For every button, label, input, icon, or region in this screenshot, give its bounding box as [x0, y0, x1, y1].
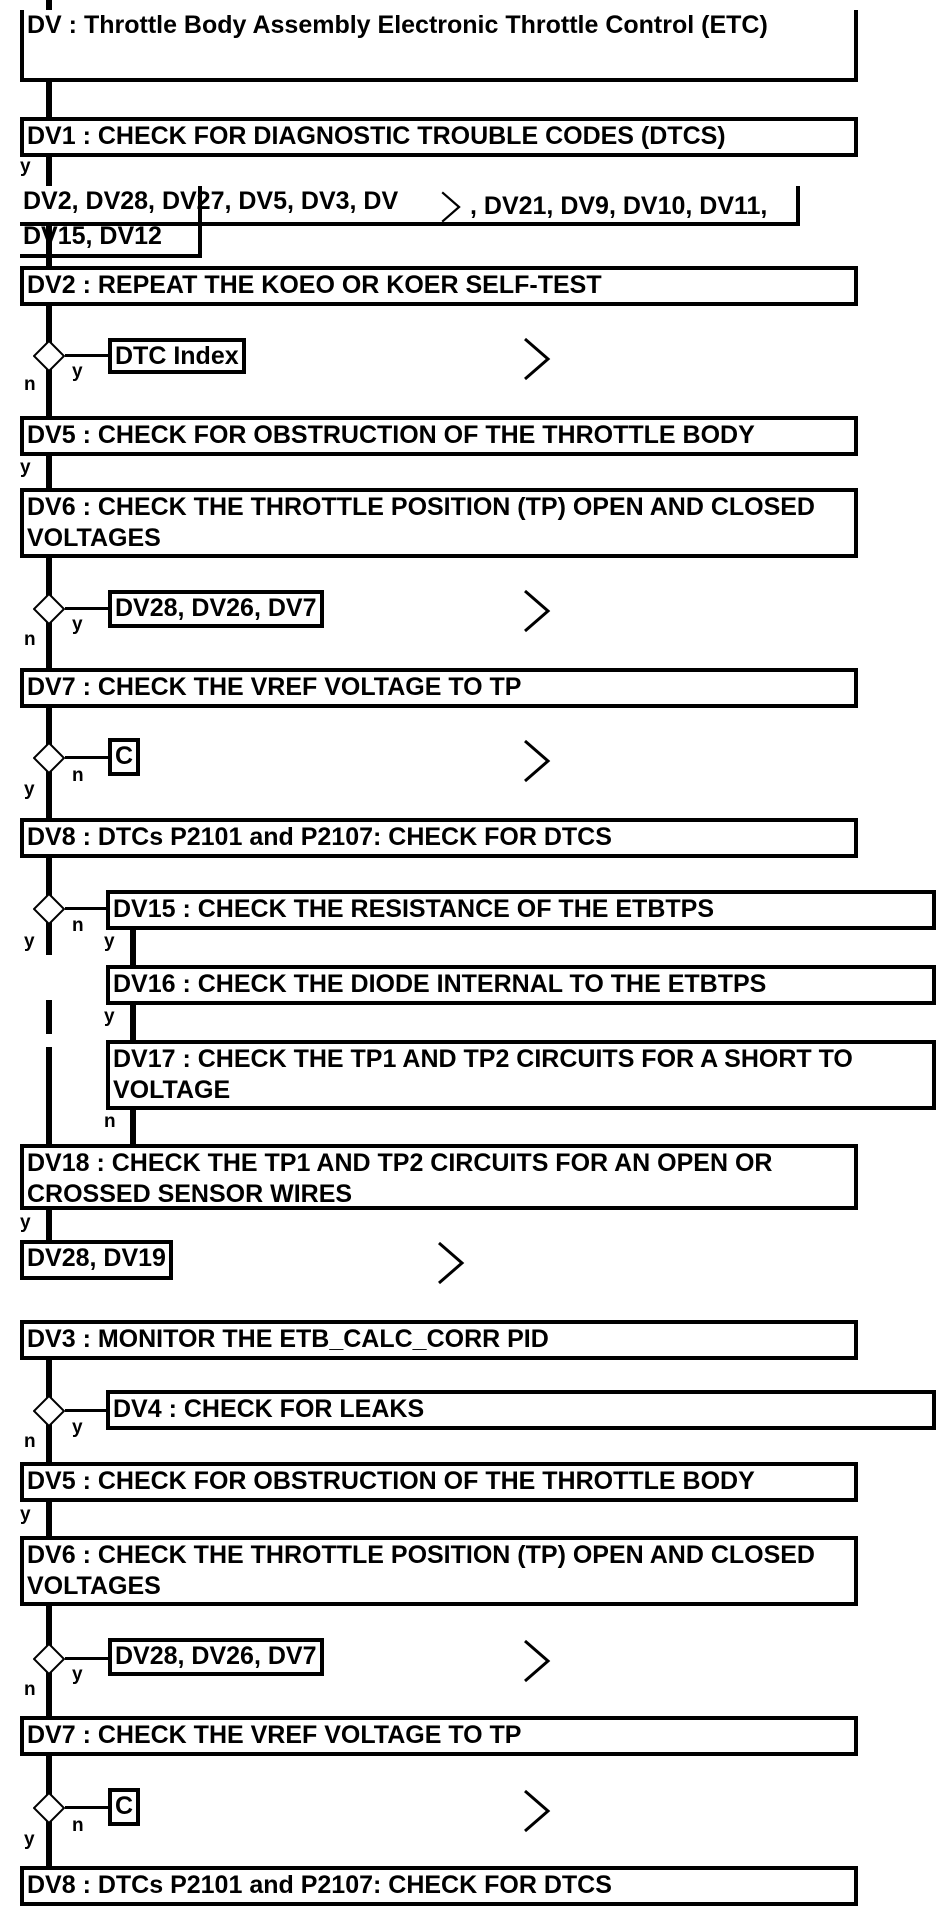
decision-diamond-icon [33, 593, 65, 625]
step-dv6[interactable]: DV6 : CHECK THE THROTTLE POSITION (TP) O… [20, 488, 858, 558]
step-dv8-label: DV8 : DTCs P2101 and P2107: CHECK FOR DT… [27, 1871, 612, 1899]
title-box[interactable]: DV : Throttle Body Assembly Electronic T… [20, 10, 858, 82]
ref-dtc-index[interactable]: DTC Index [108, 338, 246, 374]
step-dv17-label: DV17 : CHECK THE TP1 AND TP2 CIRCUITS FO… [113, 1045, 853, 1104]
step-dv8-label: DV8 : DTCs P2101 and P2107: CHECK FOR DT… [27, 823, 612, 851]
dtc-step-list-text-a: DV2, DV28, DV27, DV5, DV3, DV [23, 187, 399, 215]
branch-connector [65, 1409, 110, 1412]
main-flow-line [46, 0, 52, 1870]
ref-dtc-index-label: DTC Index [115, 342, 239, 370]
branch-label-yes: y [72, 1417, 83, 1438]
step-dv7[interactable]: DV7 : CHECK THE VREF VOLTAGE TO TP [20, 668, 858, 708]
branch-label-yes: y [72, 1664, 83, 1685]
step-dv3-label: DV3 : MONITOR THE ETB_CALC_CORR PID [27, 1325, 549, 1353]
flow-line-dash [46, 1000, 52, 1034]
branch-label-no: n [72, 915, 84, 936]
ref-c[interactable]: C [108, 1788, 141, 1826]
step-dv18[interactable]: DV18 : CHECK THE TP1 AND TP2 CIRCUITS FO… [20, 1144, 858, 1210]
step-dv8[interactable]: DV8 : DTCs P2101 and P2107: CHECK FOR DT… [20, 818, 858, 858]
branch-label-no: n [24, 374, 36, 395]
chevron-right-icon[interactable] [522, 1788, 552, 1834]
step-dv6-label: DV6 : CHECK THE THROTTLE POSITION (TP) O… [27, 1541, 815, 1600]
flow-line-cover-2 [46, 1265, 52, 1320]
decision-diamond-icon [33, 1643, 65, 1675]
chevron-right-icon[interactable] [440, 190, 462, 224]
step-dv7-label: DV7 : CHECK THE VREF VOLTAGE TO TP [27, 1721, 522, 1749]
branch-label-yes: y [72, 614, 83, 635]
step-dv16-label: DV16 : CHECK THE DIODE INTERNAL TO THE E… [113, 970, 767, 998]
title-text: DV : Throttle Body Assembly Electronic T… [27, 11, 768, 39]
chevron-right-icon[interactable] [522, 738, 552, 784]
branch-label-no: n [24, 1431, 36, 1452]
branch-connector [65, 1657, 110, 1660]
branch-label-yes: y [20, 1212, 31, 1233]
step-dv7[interactable]: DV7 : CHECK THE VREF VOLTAGE TO TP [20, 1716, 858, 1756]
step-dv7-label: DV7 : CHECK THE VREF VOLTAGE TO TP [27, 673, 522, 701]
branch-label-yes: y [72, 361, 83, 382]
branch-connector [65, 1806, 110, 1809]
branch-label-no: n [72, 1815, 84, 1836]
ref-dv28-dv26-dv7[interactable]: DV28, DV26, DV7 [108, 590, 324, 628]
branch-label-yes: y [104, 931, 115, 952]
decision-diamond-icon [33, 340, 65, 372]
branch-label-no: n [24, 1679, 36, 1700]
step-dv5[interactable]: DV5 : CHECK FOR OBSTRUCTION OF THE THROT… [20, 1462, 858, 1502]
step-dv4[interactable]: DV4 : CHECK FOR LEAKS [106, 1390, 936, 1430]
ref-c[interactable]: C [108, 738, 141, 776]
step-dv15-label: DV15 : CHECK THE RESISTANCE OF THE ETBTP… [113, 895, 714, 923]
ref-c-label: C [115, 1792, 134, 1820]
decision-diamond-icon [33, 1792, 65, 1824]
step-dv15[interactable]: DV15 : CHECK THE RESISTANCE OF THE ETBTP… [106, 890, 936, 930]
ref-dv28-dv26-dv7[interactable]: DV28, DV26, DV7 [108, 1638, 324, 1676]
decision-diamond-icon [33, 893, 65, 925]
ref-c-label: C [115, 742, 134, 770]
dtc-step-list[interactable]: DV2, DV28, DV27, DV5, DV3, DV [20, 186, 800, 226]
step-dv6-label: DV6 : CHECK THE THROTTLE POSITION (TP) O… [27, 493, 815, 552]
dtc-step-list-text-c: DV15, DV12 [23, 222, 162, 250]
branch-label-yes: y [24, 1829, 35, 1850]
branch-connector [65, 607, 110, 610]
step-dv1[interactable]: DV1 : CHECK FOR DIAGNOSTIC TROUBLE CODES… [20, 117, 858, 157]
step-dv8[interactable]: DV8 : DTCs P2101 and P2107: CHECK FOR DT… [20, 1866, 858, 1906]
ref-dv28-dv19-label: DV28, DV19 [27, 1244, 166, 1272]
step-dv6[interactable]: DV6 : CHECK THE THROTTLE POSITION (TP) O… [20, 1536, 858, 1606]
branch-connector [65, 907, 110, 910]
branch-label-yes: y [20, 457, 31, 478]
ref-dv28-dv26-dv7-label: DV28, DV26, DV7 [115, 594, 317, 622]
chevron-right-icon[interactable] [522, 588, 552, 634]
step-dv5[interactable]: DV5 : CHECK FOR OBSTRUCTION OF THE THROT… [20, 416, 858, 456]
chevron-right-icon[interactable] [436, 1240, 466, 1286]
step-dv3[interactable]: DV3 : MONITOR THE ETB_CALC_CORR PID [20, 1320, 858, 1360]
step-dv5-label: DV5 : CHECK FOR OBSTRUCTION OF THE THROT… [27, 421, 755, 449]
branch-label-no: n [104, 1111, 116, 1132]
step-dv16[interactable]: DV16 : CHECK THE DIODE INTERNAL TO THE E… [106, 965, 936, 1005]
branch-label-yes: y [24, 931, 35, 952]
sub-branch-line [130, 925, 136, 1145]
chevron-right-icon[interactable] [522, 336, 552, 382]
branch-label-no: n [72, 765, 84, 786]
branch-label-yes: y [104, 1006, 115, 1027]
dtc-step-list-inner [20, 186, 202, 258]
branch-connector [65, 756, 110, 759]
dtc-step-list-text-b: , DV21, DV9, DV10, DV11, [470, 192, 768, 220]
branch-connector [65, 354, 110, 357]
step-dv2[interactable]: DV2 : REPEAT THE KOEO OR KOER SELF-TEST [20, 266, 858, 306]
chevron-right-icon[interactable] [522, 1638, 552, 1684]
branch-label-no: n [24, 629, 36, 650]
step-dv2-label: DV2 : REPEAT THE KOEO OR KOER SELF-TEST [27, 271, 602, 299]
decision-diamond-icon [33, 1395, 65, 1427]
branch-label-yes: y [20, 156, 31, 177]
step-dv4-label: DV4 : CHECK FOR LEAKS [113, 1395, 425, 1423]
branch-label-yes: y [24, 779, 35, 800]
ref-dv28-dv26-dv7-label: DV28, DV26, DV7 [115, 1642, 317, 1670]
ref-dv28-dv19[interactable]: DV28, DV19 [20, 1240, 173, 1280]
decision-diamond-icon [33, 742, 65, 774]
step-dv17[interactable]: DV17 : CHECK THE TP1 AND TP2 CIRCUITS FO… [106, 1040, 936, 1110]
step-dv18-label: DV18 : CHECK THE TP1 AND TP2 CIRCUITS FO… [27, 1149, 773, 1208]
step-dv1-label: DV1 : CHECK FOR DIAGNOSTIC TROUBLE CODES… [27, 122, 726, 150]
step-dv5-label: DV5 : CHECK FOR OBSTRUCTION OF THE THROT… [27, 1467, 755, 1495]
branch-label-yes: y [20, 1504, 31, 1525]
